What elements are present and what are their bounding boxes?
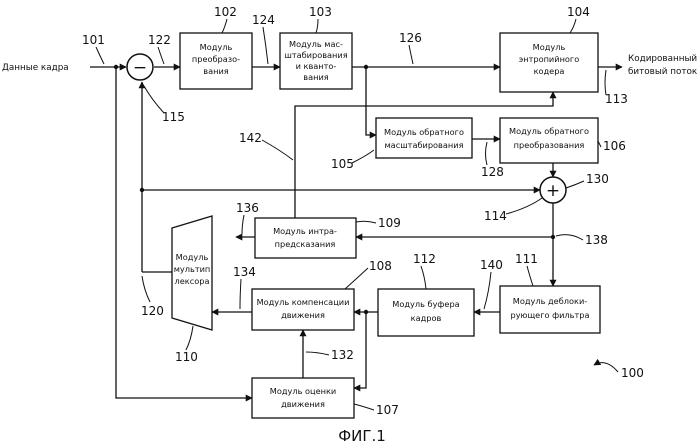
block-scaling-quantization: Модуль мас- штабирования и кванто- вания: [280, 33, 352, 89]
block-mux-line2: мультип: [174, 264, 211, 274]
block-entropy-line3: кодера: [534, 66, 565, 76]
block-invtransform-line2: преобразования: [514, 140, 585, 150]
figure-caption: ФИГ.1: [338, 427, 386, 445]
junction-dot: [551, 235, 555, 239]
line-buffer-to-motion-est: [354, 312, 366, 388]
ref-114: 114: [484, 209, 507, 223]
ref-138: 138: [585, 233, 608, 247]
block-frame-buffer: Модуль буфера кадров: [378, 289, 474, 336]
block-entropy-coder: Модуль энтропийного кодера: [500, 33, 598, 92]
block-quant-line1: Модуль мас-: [289, 39, 343, 49]
block-intra-prediction: Модуль интра- предсказания: [255, 218, 356, 258]
block-intra-line2: предсказания: [275, 239, 336, 249]
junction-dot: [114, 65, 118, 69]
block-transform: Модуль преобразо- вания: [180, 33, 252, 89]
ref-115: 115: [162, 110, 185, 124]
block-entropy-line1: Модуль: [533, 42, 566, 52]
ref-134: 134: [233, 265, 256, 279]
ref-122: 122: [148, 33, 171, 47]
junction-dot: [140, 188, 144, 192]
ref-109: 109: [378, 216, 401, 230]
block-invscale-line2: масштабирования: [385, 140, 464, 150]
junction-dot: [364, 310, 368, 314]
block-intra-line1: Модуль интра-: [273, 226, 337, 236]
block-inverse-scaling: Модуль обратного масштабирования: [376, 118, 472, 158]
block-quant-line3: и кванто-: [296, 61, 337, 71]
block-motioncomp-line1: Модуль компенсации: [257, 297, 350, 307]
adder-node: +: [540, 177, 566, 203]
block-entropy-line2: энтропийного: [519, 54, 580, 64]
block-inverse-transform: Модуль обратного преобразования: [500, 118, 598, 163]
block-deblocking-filter: Модуль деблоки- рующего фильтра: [500, 286, 600, 333]
subtractor-node: −: [127, 54, 153, 80]
block-multiplexer: Модуль мультип лексора: [172, 216, 212, 330]
figure-pointer-arrow: [594, 363, 618, 372]
block-quant-line4: вания: [303, 72, 329, 82]
block-buffer-line1: Модуль буфера: [392, 299, 459, 309]
junction-dot: [364, 65, 368, 69]
line-quant-to-inverse-scaling: [366, 67, 376, 135]
block-deblock-line1: Модуль деблоки-: [513, 296, 587, 306]
block-invtransform-line1: Модуль обратного: [509, 126, 589, 136]
ref-113: 113: [605, 92, 628, 106]
input-label: Данные кадра: [2, 63, 69, 73]
ref-112: 112: [413, 252, 436, 266]
ref-100: 100: [621, 366, 644, 380]
block-transform-line3: вания: [203, 66, 229, 76]
ref-110: 110: [175, 350, 198, 364]
ref-101: 101: [82, 33, 105, 47]
ref-106: 106: [603, 139, 626, 153]
block-transform-line2: преобразо-: [192, 54, 240, 64]
output-label-line1: Кодированный: [628, 54, 697, 64]
output-label-line2: битовый поток: [628, 67, 698, 77]
ref-128: 128: [481, 165, 504, 179]
block-deblock-line2: рующего фильтра: [511, 310, 590, 320]
block-motion-compensation: Модуль компенсации движения: [252, 289, 354, 330]
block-quant-line2: штабирования: [284, 50, 347, 60]
ref-108: 108: [369, 259, 392, 273]
ref-111: 111: [515, 252, 538, 266]
block-motionest-line1: Модуль оценки: [270, 386, 336, 396]
ref-107: 107: [376, 403, 399, 417]
block-motioncomp-line2: движения: [281, 310, 325, 320]
ref-105: 105: [331, 157, 354, 171]
add-symbol: +: [546, 181, 560, 201]
block-motion-estimation: Модуль оценки движения: [252, 378, 354, 418]
ref-142: 142: [239, 131, 262, 145]
block-mux-line1: Модуль: [176, 252, 209, 262]
ref-130: 130: [586, 172, 609, 186]
ref-120: 120: [141, 304, 164, 318]
ref-102: 102: [214, 5, 237, 19]
block-buffer-line2: кадров: [411, 313, 442, 323]
block-transform-line1: Модуль: [200, 42, 233, 52]
ref-103: 103: [309, 5, 332, 19]
subtract-symbol: −: [133, 58, 147, 78]
block-invscale-line1: Модуль обратного: [384, 127, 464, 137]
ref-132: 132: [331, 348, 354, 362]
block-motionest-line2: движения: [281, 399, 325, 409]
ref-140: 140: [480, 258, 503, 272]
block-mux-line3: лексора: [175, 276, 210, 286]
ref-136: 136: [236, 201, 259, 215]
ref-124: 124: [252, 13, 275, 27]
ref-126: 126: [399, 31, 422, 45]
ref-104: 104: [567, 5, 590, 19]
